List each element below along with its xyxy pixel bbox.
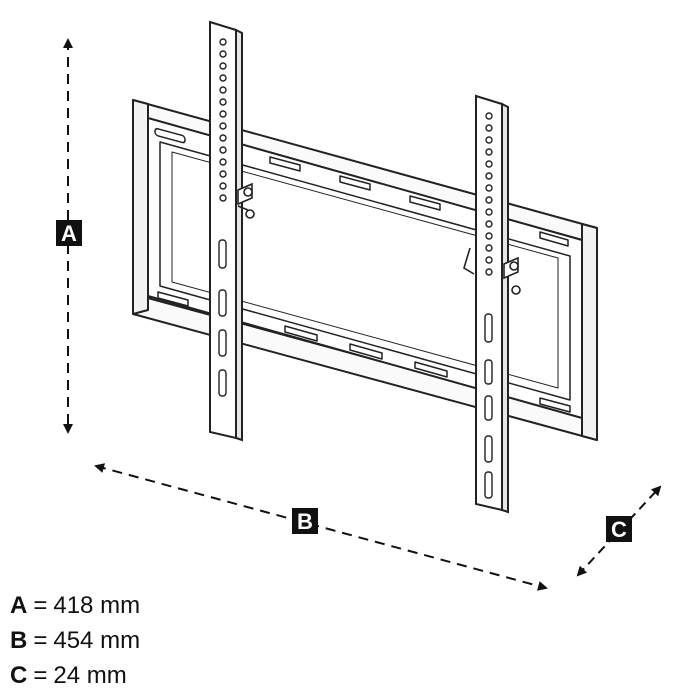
wall-plate-left-side — [132, 99, 149, 315]
legend-c-equals: = — [33, 662, 48, 689]
dimension-a-badge-label: A — [61, 221, 77, 246]
wall-plate-inner-face — [147, 117, 583, 419]
dimensions-legend: A=418 mm B=454 mm C=24 mm — [10, 588, 140, 693]
legend-c-key: C — [10, 662, 28, 689]
dimension-a-badge — [56, 220, 82, 246]
dimension-c-badge-label: C — [611, 517, 627, 542]
legend-row-b: B=454 mm — [10, 623, 140, 658]
right-bracket-tilt-knob — [463, 247, 521, 295]
dimension-b: B — [94, 463, 548, 591]
dimension-c: C — [576, 485, 662, 577]
wall-plate — [132, 99, 598, 441]
dimension-b-badge — [292, 508, 318, 534]
wall-plate-bottom-slots — [157, 291, 571, 413]
left-bracket-holes — [219, 38, 227, 202]
legend-b-equals: = — [33, 627, 48, 654]
left-vertical-bracket — [209, 20, 255, 442]
wall-plate-top-slots — [154, 127, 569, 247]
legend-row-c: C=24 mm — [10, 658, 140, 693]
legend-b-key: B — [10, 627, 28, 654]
legend-b-value: 454 mm — [53, 627, 141, 654]
right-bracket-holes — [485, 112, 493, 276]
dimension-b-badge-label: B — [297, 509, 313, 534]
legend-a-key: A — [10, 592, 28, 619]
wall-plate-right-side — [581, 223, 598, 441]
dimension-c-badge — [606, 516, 632, 542]
legend-row-a: A=418 mm — [10, 588, 140, 623]
wall-plate-inner-recess — [159, 141, 571, 401]
legend-a-equals: = — [33, 592, 48, 619]
legend-a-value: 418 mm — [53, 592, 141, 619]
legend-c-value: 24 mm — [53, 662, 127, 689]
dimension-b-arrow — [94, 463, 548, 591]
left-bracket-slots — [218, 239, 227, 397]
left-bracket-tilt-knob — [237, 182, 255, 219]
dimension-a: A — [56, 38, 82, 434]
